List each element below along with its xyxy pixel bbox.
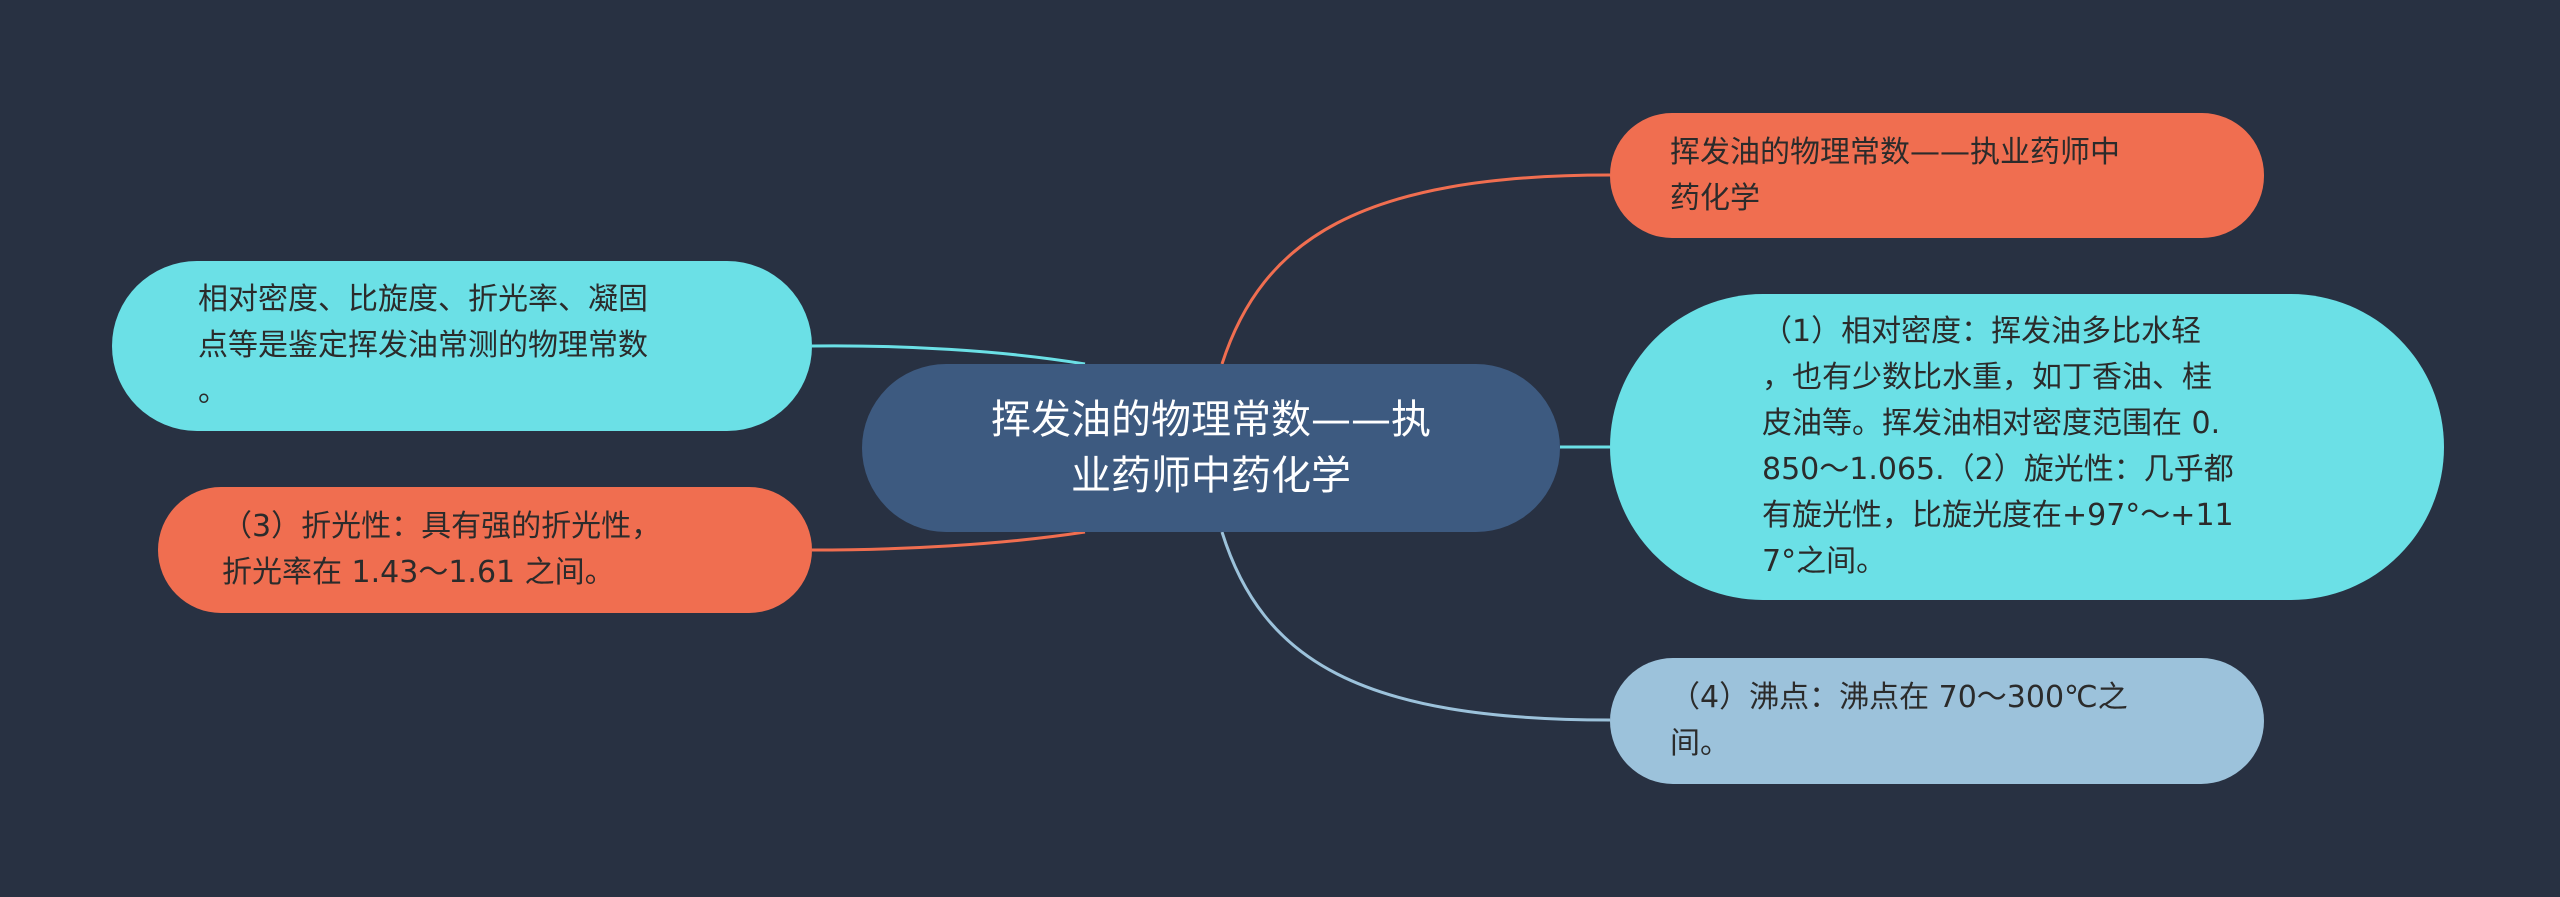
branch-title-node[interactable]: 挥发油的物理常数——执业药师中 药化学 [1610, 113, 2264, 238]
connector-bottom-right [1220, 531, 1611, 722]
branch-constants-overview-text: 相对密度、比旋度、折光率、凝固 点等是鉴定挥发油常测的物理常数 。 [198, 282, 648, 409]
central-topic-text: 挥发油的物理常数——执 业药师中药化学 [991, 397, 1431, 499]
branch-title-text: 挥发油的物理常数——执业药师中 药化学 [1670, 134, 2120, 216]
branch-density-rotation-node[interactable]: （1）相对密度：挥发油多比水轻 ，也有少数比水重，如丁香油、桂 皮油等。挥发油相… [1610, 294, 2444, 600]
branch-constants-overview-node[interactable]: 相对密度、比旋度、折光率、凝固 点等是鉴定挥发油常测的物理常数 。 [112, 261, 812, 431]
branch-boiling-point-node[interactable]: （4）沸点：沸点在 70～300℃之 间。 [1610, 658, 2264, 784]
connector-bottom-left [811, 530, 1086, 552]
branch-boiling-point-text: （4）沸点：沸点在 70～300℃之 间。 [1670, 680, 2128, 761]
connector-top-right [1220, 173, 1611, 365]
branch-density-rotation-text: （1）相对密度：挥发油多比水轻 ，也有少数比水重，如丁香油、桂 皮油等。挥发油相… [1762, 314, 2234, 579]
central-topic[interactable]: 挥发油的物理常数——执 业药师中药化学 [862, 364, 1560, 532]
branch-refractive-node[interactable]: （3）折光性：具有强的折光性， 折光率在 1.43～1.61 之间。 [158, 487, 812, 613]
branch-refractive-text: （3）折光性：具有强的折光性， 折光率在 1.43～1.61 之间。 [222, 509, 662, 590]
connector-top-left [811, 344, 1086, 366]
